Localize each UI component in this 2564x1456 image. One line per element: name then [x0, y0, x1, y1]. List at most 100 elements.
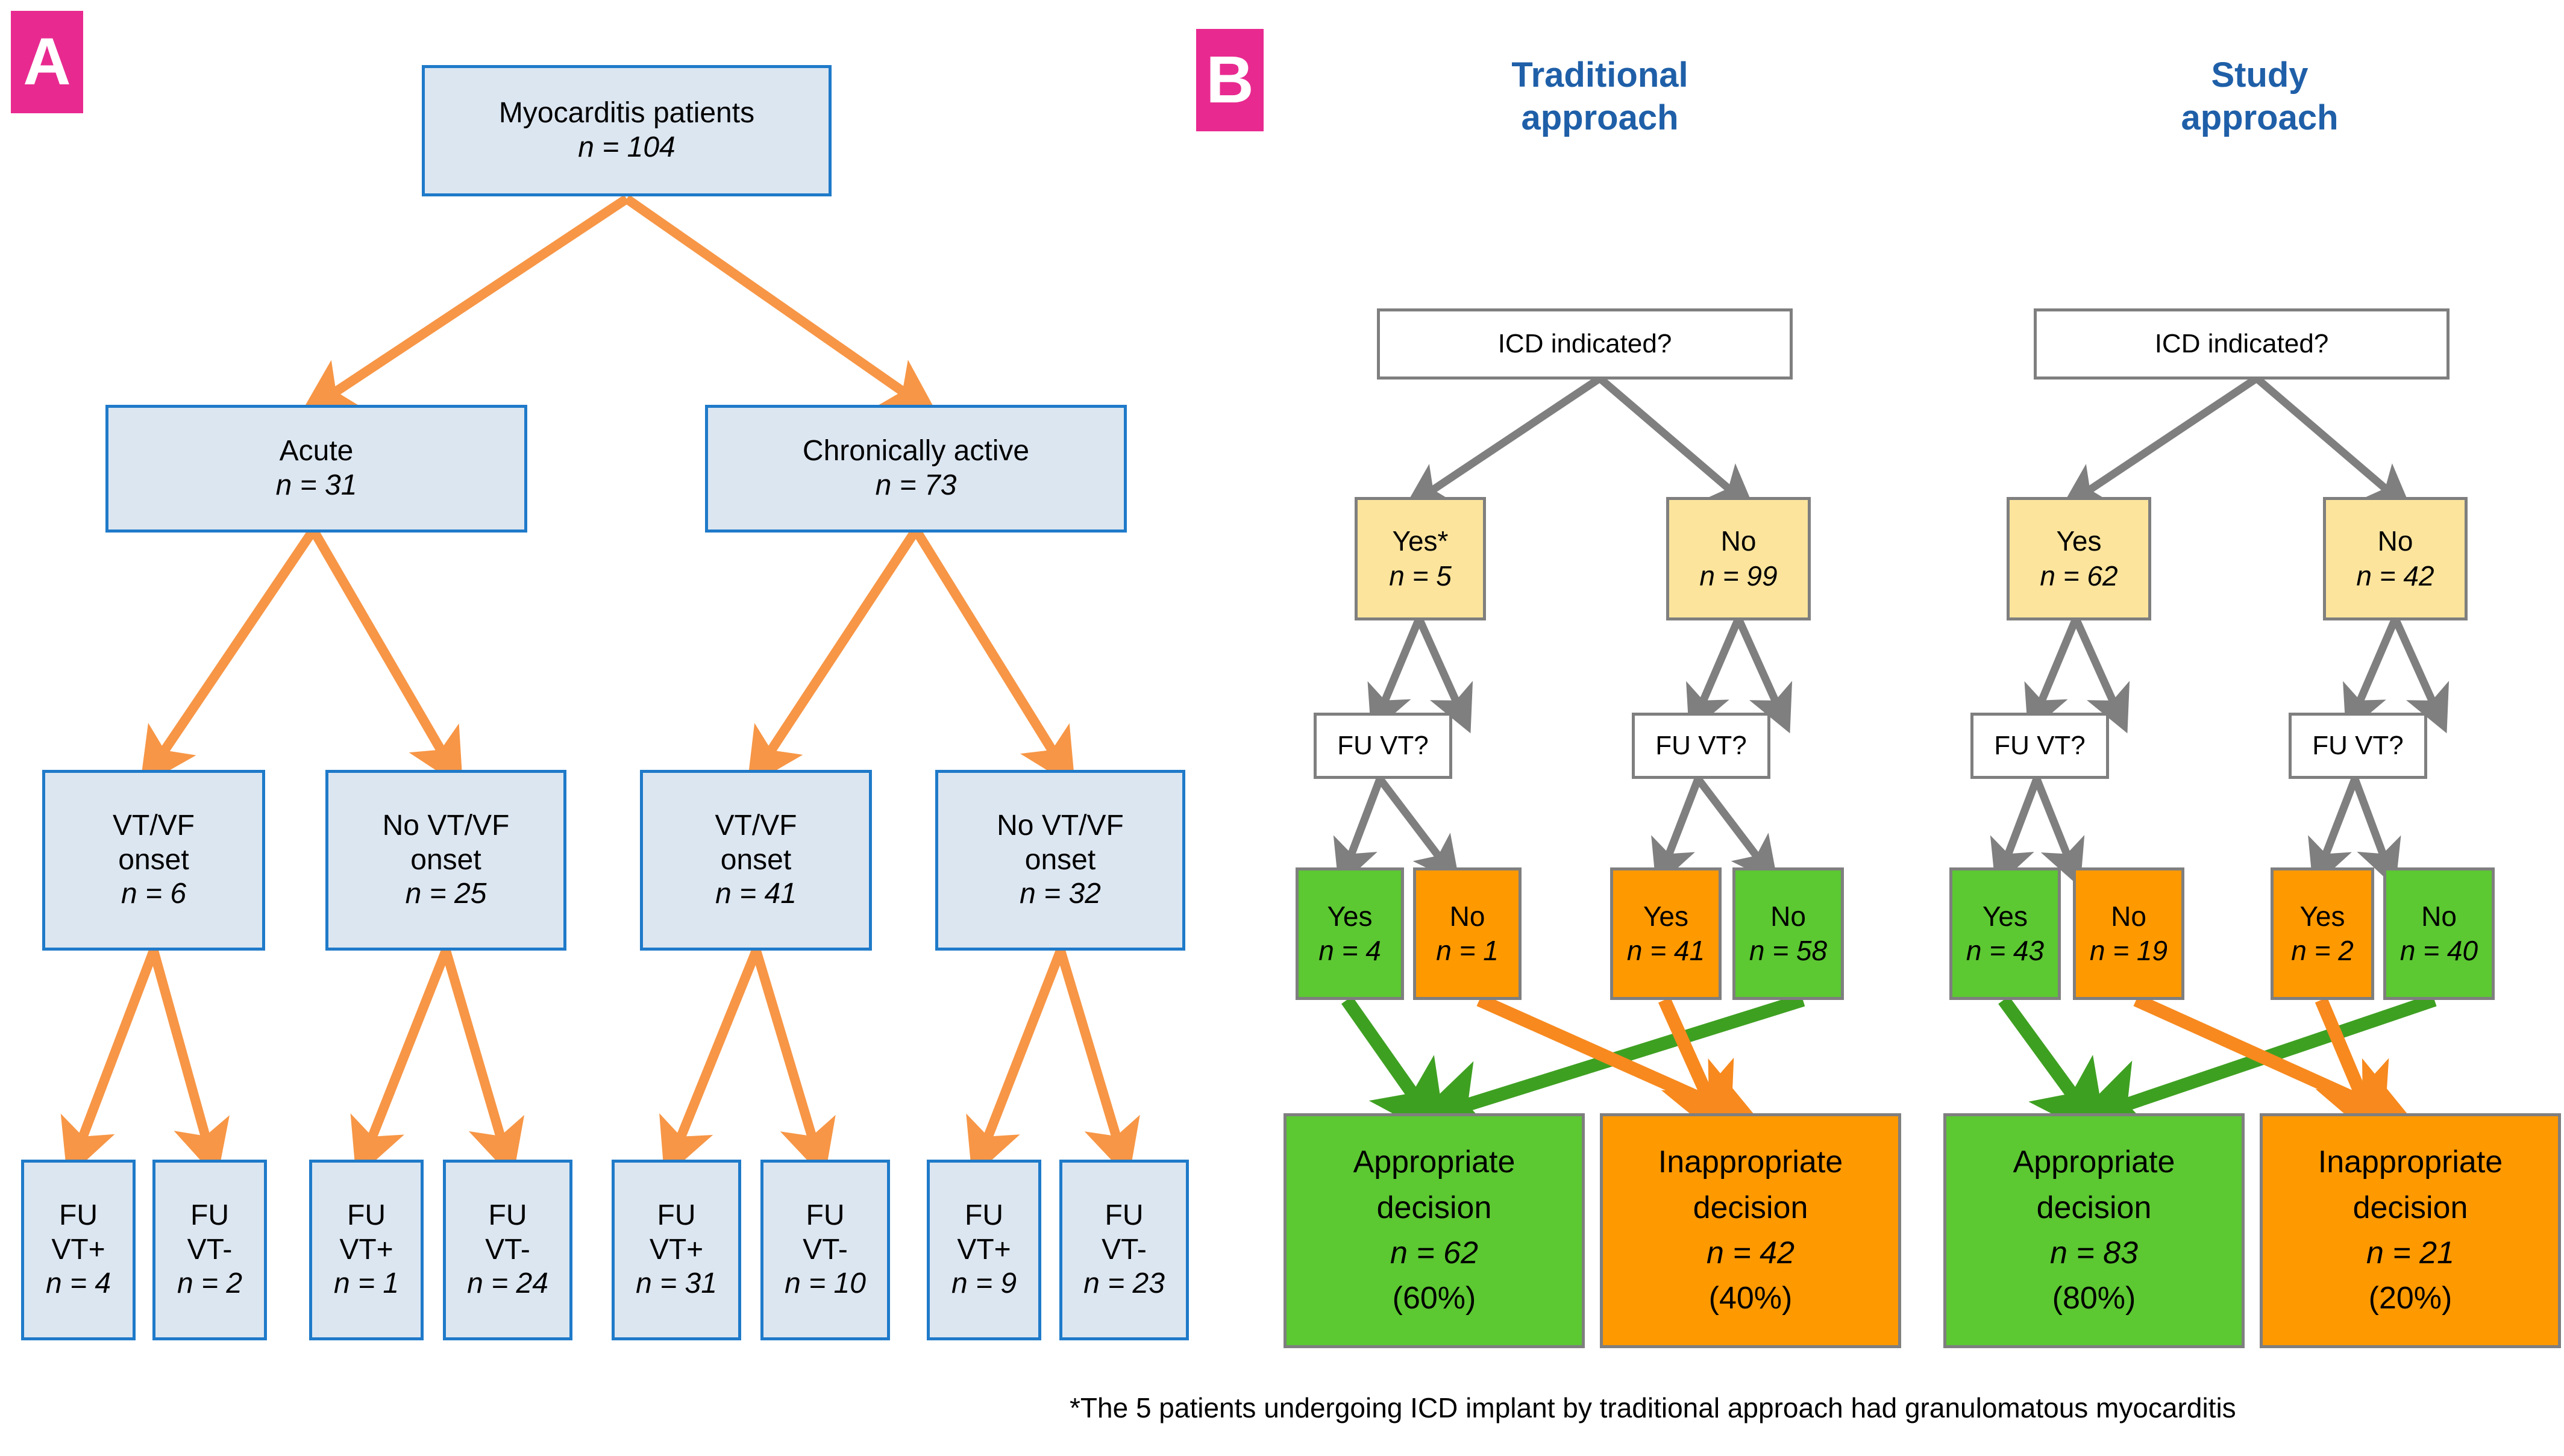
decision-line1: Appropriate	[2013, 1145, 2175, 1180]
node-count: n = 58	[1749, 935, 1828, 966]
node-outcome-study-2: No n = 19	[2073, 867, 2184, 1000]
node-label-line2: onset	[410, 843, 481, 876]
node-label-line1: FU	[806, 1199, 845, 1232]
node-count: n = 31	[275, 469, 357, 501]
node-icd-yes-traditional: Yes* n = 5	[1355, 497, 1486, 620]
node-outcome-study-4: No n = 40	[2383, 867, 2495, 1000]
node-label-line1: No VT/VF	[382, 810, 510, 842]
node-label: Yes	[2056, 525, 2102, 557]
decision-percent: (40%)	[1708, 1281, 1793, 1316]
node-count: n = 23	[1083, 1267, 1165, 1300]
node-outcome-trad-2: No n = 1	[1413, 867, 1522, 1000]
node-label-line2: VT-	[803, 1233, 848, 1266]
figure-footnote: *The 5 patients undergoing ICD implant b…	[1070, 1392, 2236, 1423]
node-label-line2: VT+	[649, 1233, 704, 1266]
decision-line2: decision	[2352, 1190, 2468, 1225]
decision-line1: Appropriate	[1353, 1145, 1516, 1180]
decision-line2: decision	[1376, 1190, 1492, 1225]
node-icd-yes-study: Yes n = 62	[2007, 497, 2151, 620]
title-line2: approach	[2181, 98, 2339, 137]
column-title-traditional: Traditional approach	[1419, 54, 1781, 140]
node-count: n = 41	[715, 878, 797, 910]
node-label-line1: No VT/VF	[997, 810, 1124, 842]
node-label-line2: onset	[118, 843, 189, 876]
node-icd-no-study: No n = 42	[2323, 497, 2468, 620]
node-vtvf-onset-chronic: VT/VF onset n = 41	[640, 770, 872, 951]
node-chronically-active: Chronically active n = 73	[705, 405, 1127, 533]
node-label-line1: FU	[190, 1199, 229, 1232]
node-label: Acute	[279, 435, 354, 467]
node-no-vtvf-onset-acute: No VT/VF onset n = 25	[325, 770, 566, 951]
node-label-line1: VT/VF	[715, 810, 797, 842]
node-fu-vt-question-trad-left: FU VT?	[1314, 713, 1452, 779]
decision-percent: (20%)	[2368, 1281, 2453, 1316]
node-label-line2: onset	[720, 843, 792, 876]
node-count: n = 1	[1436, 935, 1499, 966]
node-count: n = 31	[636, 1267, 717, 1300]
node-label-line2: onset	[1024, 843, 1096, 876]
node-label: No	[2421, 900, 2457, 932]
node-label: Yes*	[1392, 525, 1449, 557]
node-outcome-study-3: Yes n = 2	[2271, 867, 2374, 1000]
decision-line1: Inappropriate	[2318, 1145, 2503, 1180]
node-count: n = 42	[2356, 560, 2434, 592]
node-label-line2: VT-	[187, 1233, 233, 1266]
node-fu-vt-question-study-right: FU VT?	[2289, 713, 2427, 779]
node-icd-indicated-study: ICD indicated?	[2034, 308, 2450, 380]
node-count: n = 32	[1020, 878, 1101, 910]
node-label-line1: FU	[488, 1199, 527, 1232]
title-line2: approach	[1521, 98, 1679, 137]
node-label-line2: VT+	[51, 1233, 105, 1266]
node-count: n = 25	[405, 878, 487, 910]
node-count: n = 1	[333, 1267, 400, 1300]
node-label: FU VT?	[2312, 731, 2404, 760]
column-title-study: Study approach	[2079, 54, 2440, 140]
node-count: n = 2	[177, 1267, 243, 1300]
decision-percent: (80%)	[2052, 1281, 2136, 1316]
node-count: n = 4	[45, 1267, 111, 1300]
node-decision-appropriate-traditional: Appropriate decision n = 62 (60%)	[1284, 1113, 1585, 1348]
decision-count: n = 83	[2049, 1236, 2139, 1270]
node-count: n = 19	[2089, 935, 2168, 966]
node-outcome-study-1: Yes n = 43	[1949, 867, 2061, 1000]
node-fu-vt-1: FU VT+ n = 4	[21, 1160, 136, 1340]
node-label-line2: VT-	[1102, 1233, 1147, 1266]
node-label: No	[2111, 900, 2146, 932]
panel-a-tag: A	[11, 11, 83, 113]
node-icd-indicated-traditional: ICD indicated?	[1377, 308, 1793, 380]
decision-line2: decision	[2036, 1190, 2152, 1225]
decision-count: n = 62	[1390, 1236, 1479, 1270]
decision-line1: Inappropriate	[1658, 1145, 1843, 1180]
node-myocarditis-patients: Myocarditis patients n = 104	[422, 65, 832, 196]
title-line1: Traditional	[1511, 55, 1688, 95]
node-label-line2: VT-	[485, 1233, 530, 1266]
node-decision-inappropriate-study: Inappropriate decision n = 21 (20%)	[2260, 1113, 2561, 1348]
node-label-line1: VT/VF	[112, 810, 195, 842]
node-outcome-trad-3: Yes n = 41	[1610, 867, 1722, 1000]
node-label-line1: FU	[1105, 1199, 1144, 1232]
node-label-line1: FU	[347, 1199, 386, 1232]
node-count: n = 2	[2291, 935, 2354, 966]
node-count: n = 104	[578, 131, 675, 163]
node-fu-vt-4: FU VT- n = 24	[443, 1160, 572, 1340]
node-label: Myocarditis patients	[498, 97, 755, 130]
decision-percent: (60%)	[1392, 1281, 1476, 1316]
title-line1: Study	[2211, 55, 2309, 95]
node-label: FU VT?	[1337, 731, 1429, 760]
node-label-line1: FU	[59, 1199, 98, 1232]
node-fu-vt-question-study-left: FU VT?	[1970, 713, 2109, 779]
node-label: FU VT?	[1994, 731, 2086, 760]
node-label: ICD indicated?	[1497, 329, 1672, 358]
node-label: No	[2377, 525, 2413, 557]
node-decision-appropriate-study: Appropriate decision n = 83 (80%)	[1943, 1113, 2245, 1348]
node-fu-vt-3: FU VT+ n = 1	[309, 1160, 424, 1340]
node-count: n = 9	[951, 1267, 1017, 1300]
node-fu-vt-6: FU VT- n = 10	[760, 1160, 890, 1340]
node-label-line1: FU	[965, 1199, 1003, 1232]
node-label: No	[1770, 900, 1806, 932]
node-count: n = 99	[1699, 560, 1778, 592]
node-label: No	[1449, 900, 1485, 932]
node-vtvf-onset-acute: VT/VF onset n = 6	[42, 770, 265, 951]
node-outcome-trad-4: No n = 58	[1732, 867, 1844, 1000]
